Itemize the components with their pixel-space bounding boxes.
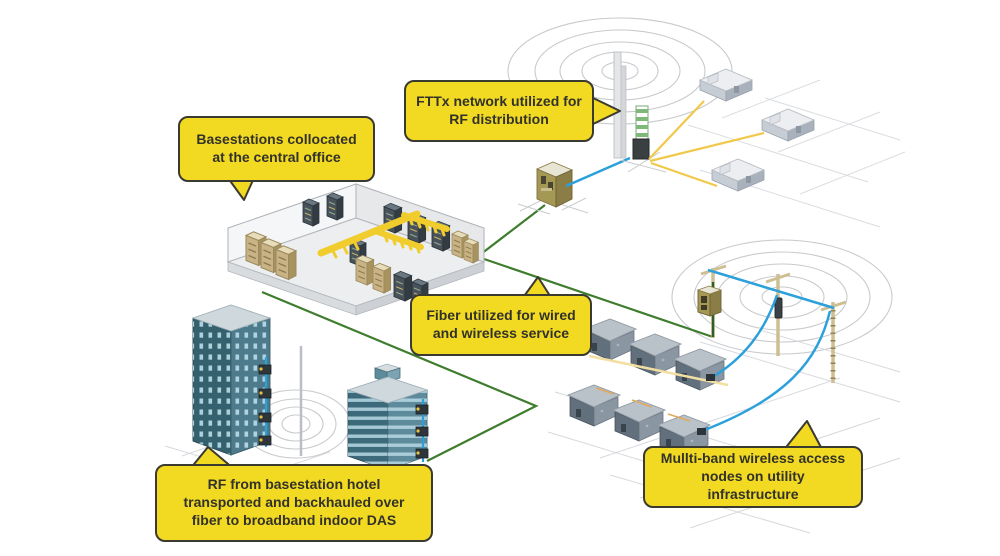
cable-tray <box>317 210 450 259</box>
house <box>699 68 753 102</box>
fiber-lines <box>261 204 714 462</box>
antenna-base <box>632 138 650 160</box>
antenna-pole <box>613 51 622 159</box>
callout-fttx-text: FTTx network utilized for RF distributio… <box>416 93 582 127</box>
rf-link-cabinet-node <box>565 156 631 188</box>
utility-pole-2 <box>765 272 791 356</box>
house <box>761 108 815 142</box>
das-nodes <box>415 404 429 459</box>
central-office <box>226 183 486 316</box>
rf-aerial-lines <box>701 268 835 433</box>
fiber-office-to-cabinet <box>480 204 546 255</box>
callout-basestations: Basestations collocated at the central o… <box>178 116 375 182</box>
rf-endpoint-2 <box>697 428 706 435</box>
roof-drops-orange <box>595 387 691 422</box>
callout-fiber: Fiber utilized for wired and wireless se… <box>410 294 592 356</box>
callout-basestations-text: Basestations collocated at the central o… <box>196 131 357 165</box>
house <box>612 399 666 442</box>
house <box>567 384 621 427</box>
cabinet-pad <box>517 196 589 215</box>
fiber-office-to-das <box>261 290 539 462</box>
utility-poles <box>696 264 847 383</box>
tower-2 <box>346 363 429 471</box>
rf-drop-house-2 <box>701 310 832 433</box>
utility-pole-1 <box>696 264 727 338</box>
wireless-access-node <box>696 285 723 317</box>
utility-pole-3 <box>820 300 847 383</box>
basestation-hotel-towers <box>191 304 429 471</box>
houses-top-right <box>699 68 815 192</box>
callout-multiband-text: Mullti-band wireless access nodes on uti… <box>660 450 846 502</box>
fiber-office-to-pole <box>483 257 714 339</box>
street-fiber-yellow <box>588 354 729 387</box>
rf-endpoint-1 <box>706 374 715 381</box>
rf-drop-house-1 <box>710 294 779 380</box>
callout-fttx: FTTx network utilized for RF distributio… <box>404 80 594 142</box>
callout-rf-das: RF from basestation hotel transported an… <box>155 464 433 542</box>
fttx-antenna-node <box>613 51 667 173</box>
fiber-cabinet <box>517 161 589 215</box>
house <box>711 158 765 192</box>
fttx-drop-lines <box>648 100 765 188</box>
pole-mounted-radio <box>774 297 783 319</box>
tower-1 <box>191 304 272 456</box>
rf-pole-to-pole <box>707 268 835 310</box>
antenna-cylinder <box>635 105 649 143</box>
callout-multiband: Mullti-band wireless access nodes on uti… <box>643 446 863 508</box>
callout-fiber-text: Fiber utilized for wired and wireless se… <box>426 307 576 341</box>
node-pad <box>619 151 667 173</box>
street-grid-top-right <box>687 79 906 228</box>
callout-rf-das-text: RF from basestation hotel transported an… <box>183 476 405 528</box>
das-nodes <box>258 364 272 446</box>
